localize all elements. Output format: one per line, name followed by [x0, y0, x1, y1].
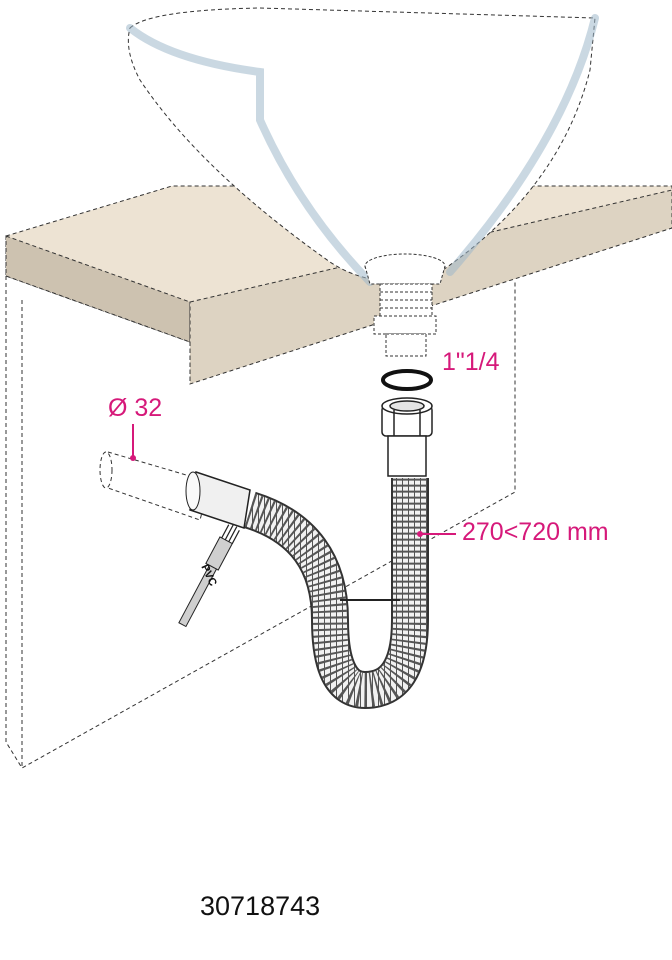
connector-nut: [381, 397, 433, 477]
hose-length-label: 270<720 mm: [462, 518, 609, 546]
gasket-ring: [381, 369, 433, 391]
annotation-leaders: [132, 424, 456, 535]
waste-pipe: [99, 451, 251, 529]
annotation-dot: [417, 531, 423, 537]
product-code: 30718743: [200, 891, 320, 921]
pipe-diameter-label: Ø 32: [108, 394, 162, 422]
pvc-brush-icon: [178, 524, 240, 628]
annotation-dot: [130, 455, 136, 461]
wall-panel: [5, 262, 516, 769]
basin: [126, 7, 599, 286]
corrugated-hose: [243, 478, 429, 710]
drain-plug: [364, 253, 446, 357]
thread-size-label: 1"1/4: [442, 348, 500, 376]
